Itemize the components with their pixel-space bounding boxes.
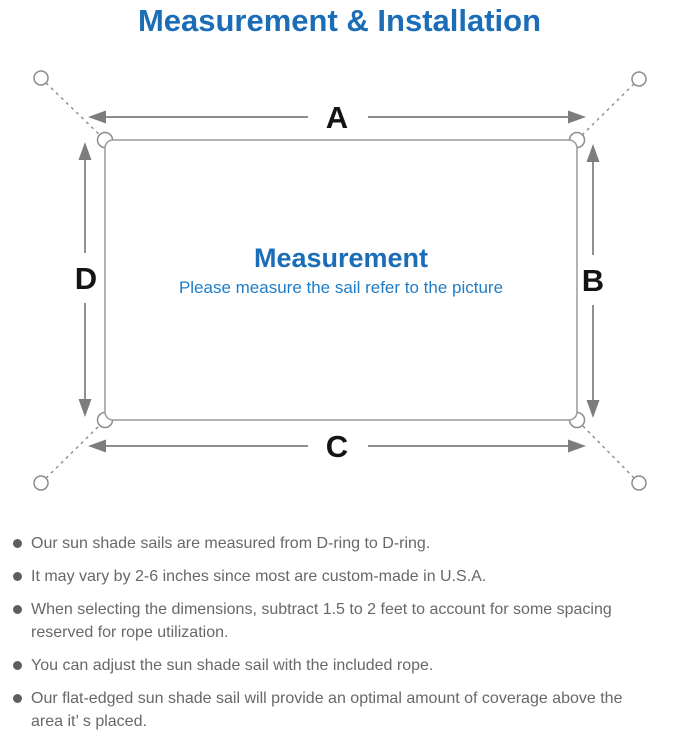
anchor-ring-top-left-icon [33, 70, 49, 86]
rope-bottom-left [40, 419, 106, 484]
list-item: Our flat-edged sun shade sail will provi… [13, 687, 663, 733]
bullet-dot-icon [13, 694, 22, 703]
note-text: When selecting the dimensions, subtract … [31, 601, 612, 641]
measurement-diagram: A C D B Measurement Please measure the s… [33, 70, 647, 491]
arrow-c-left-head-icon [88, 439, 106, 453]
diagram-center-title: Measurement [254, 243, 428, 273]
arrow-b-down-head-icon [586, 400, 600, 418]
arrow-c-right-head-icon [568, 439, 586, 453]
diagram-center-subtitle: Please measure the sail refer to the pic… [179, 278, 503, 297]
arrow-c [88, 439, 586, 453]
note-text: Our flat-edged sun shade sail will provi… [31, 690, 623, 730]
anchor-rings [33, 70, 647, 491]
anchor-ring-bottom-left-icon [33, 475, 49, 491]
anchor-ring-bottom-right-icon [631, 475, 647, 491]
arrow-a [88, 110, 586, 124]
dim-label-c: C [326, 429, 348, 464]
note-text: It may vary by 2-6 inches since most are… [31, 568, 487, 585]
list-item: You can adjust the sun shade sail with t… [13, 654, 663, 677]
bullet-dot-icon [13, 605, 22, 614]
arrow-d [78, 142, 92, 417]
arrow-d-down-head-icon [78, 399, 92, 417]
dim-label-b: B [582, 263, 604, 298]
bullet-dot-icon [13, 661, 22, 670]
note-text: You can adjust the sun shade sail with t… [31, 657, 434, 674]
bullet-dot-icon [13, 539, 22, 548]
rope-top-right [576, 78, 640, 141]
rope-top-left [40, 77, 106, 141]
sail-rectangle [104, 139, 578, 421]
dim-label-d: D [75, 261, 97, 296]
rope-dashed-lines [40, 77, 640, 484]
anchor-ring-top-right-icon [631, 71, 647, 87]
arrow-d-up-head-icon [78, 142, 92, 160]
arrow-b [586, 144, 600, 418]
arrow-a-left-head-icon [88, 110, 106, 124]
note-text: Our sun shade sails are measured from D-… [31, 535, 431, 552]
arrow-a-right-head-icon [568, 110, 586, 124]
notes-list: Our sun shade sails are measured from D-… [0, 532, 679, 739]
list-item: It may vary by 2-6 inches since most are… [13, 565, 663, 588]
list-item: Our sun shade sails are measured from D-… [13, 532, 663, 555]
arrow-b-up-head-icon [586, 144, 600, 162]
bullet-dot-icon [13, 572, 22, 581]
page-title: Measurement & Installation [137, 3, 542, 38]
rope-bottom-right [576, 419, 640, 484]
dim-label-a: A [326, 100, 348, 135]
list-item: When selecting the dimensions, subtract … [13, 598, 663, 644]
